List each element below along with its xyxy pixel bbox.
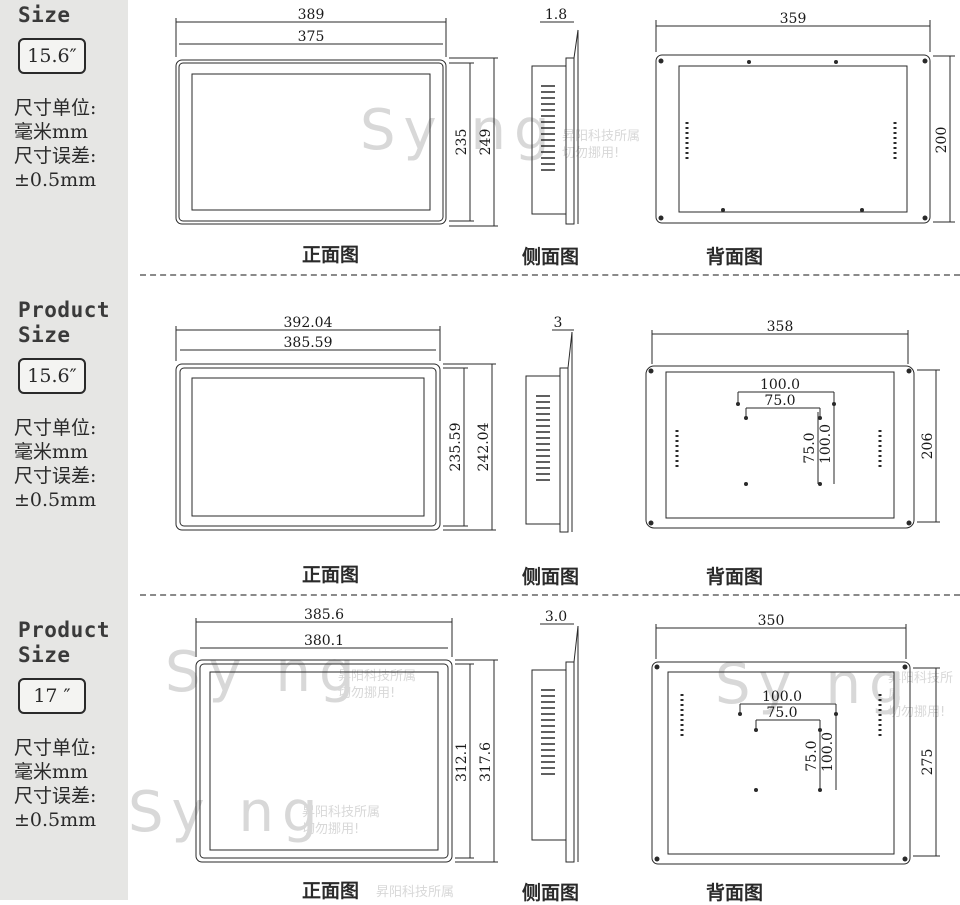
p2-back-width: 358 [767,319,794,335]
panel-1-side-view [531,21,579,225]
p3-side-depth: 3.0 [545,609,567,625]
panel-2-size-badge: 15.6″ [18,358,86,394]
p2-back-height: 206 [920,433,936,460]
panel-1-units: 尺寸单位: 毫米mm 尺寸误差: ±0.5mm [14,97,97,191]
p3-front-inner-w: 380.1 [304,633,344,649]
p2-front-outer-h: 242.04 [476,422,492,471]
panel-2-units: 尺寸单位: 毫米mm 尺寸误差: ±0.5mm [14,417,97,511]
panel-2-title: Product Size [18,298,111,347]
panel-3-back-view [651,624,940,865]
divider-1 [140,274,960,276]
p3-front-inner-h: 312.1 [454,742,470,782]
p2-vesa-outer-w: 100.0 [760,377,800,393]
p2-caption-side: 侧面图 [522,566,580,588]
panel-2-side-view [525,329,574,533]
p1-back-width: 359 [780,11,807,27]
p2-vesa-inner-w: 75.0 [764,393,795,409]
p1-caption-side: 侧面图 [522,246,580,268]
p3-back-width: 350 [758,613,785,629]
panel-2-back-view [645,330,940,529]
p2-front-inner-w: 385.59 [284,335,333,351]
p2-vesa-outer-h: 100.0 [818,424,834,464]
panel-1-back-view [655,20,955,224]
p3-caption-back: 背面图 [706,882,764,904]
p3-vesa-outer-w: 100.0 [762,689,802,705]
panel-2-front-view [175,326,496,531]
p1-front-inner-w: 375 [298,29,325,45]
p2-front-inner-h: 235.59 [448,423,464,472]
p3-front-outer-h: 317.6 [478,742,494,782]
left-sidebar [0,0,128,900]
p3-front-outer-w: 385.6 [304,607,344,623]
p1-front-outer-h: 249 [478,129,494,156]
p3-vesa-inner-w: 75.0 [766,705,797,721]
p3-vesa-outer-h: 100.0 [820,732,836,772]
p2-front-outer-w: 392.04 [284,315,333,331]
p2-caption-front: 正面图 [302,564,360,586]
p1-side-depth: 1.8 [545,7,567,23]
p1-caption-back: 背面图 [706,246,764,268]
panel-3-title: Product Size [18,618,111,667]
panel-3-size-badge: 17 ″ [18,678,86,714]
p3-caption-front: 正面图 [302,880,360,902]
p1-front-outer-w: 389 [298,7,325,23]
panel-3-side-view [531,623,579,863]
panel-1-size-badge: 15.6″ [18,38,86,74]
p3-vesa-inner-h: 75.0 [804,740,820,771]
p2-vesa-inner-h: 75.0 [802,432,818,463]
p1-caption-front: 正面图 [302,244,360,266]
p3-caption-side: 侧面图 [522,882,580,904]
p2-caption-back: 背面图 [706,566,764,588]
panel-1-title: Size [18,3,71,27]
panel-3-units: 尺寸单位: 毫米mm 尺寸误差: ±0.5mm [14,737,97,831]
p2-side-depth: 3 [554,315,563,331]
divider-2 [140,594,960,596]
screw-holes [648,58,928,862]
p1-back-height: 200 [934,127,950,154]
panel-3-front-view [195,618,498,863]
panel-1-front-view [175,18,498,227]
p3-back-height: 275 [920,749,936,776]
p1-front-inner-h: 235 [454,129,470,156]
